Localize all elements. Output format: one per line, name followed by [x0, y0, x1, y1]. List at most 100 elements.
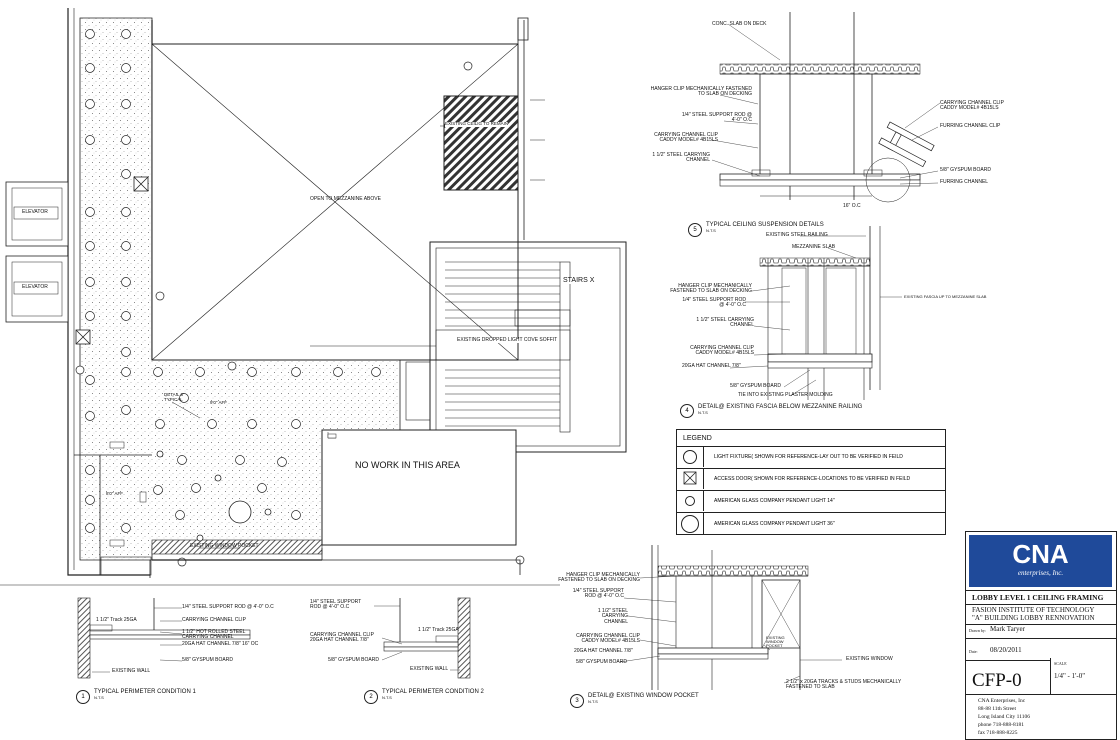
- title-block: CNA enterprises, Inc. LOBBY LEVEL 1 CEIL…: [965, 531, 1117, 740]
- no-work-label: NO WORK IN THIS AREA: [355, 460, 460, 470]
- legend: LEGEND LIGHT FIXTURE( SHOWN FOR REFERENC…: [676, 429, 946, 535]
- d4-callout-1: MEZZANINE SLAB: [792, 244, 836, 250]
- open-to-mezzanine-label: OPEN TO MEZZANINE ABOVE: [310, 196, 381, 202]
- detail-typical-label: DETAIL 6 TYPICAL: [164, 392, 184, 402]
- d1-scale: N.T.S: [94, 695, 104, 700]
- legend-row-pendant-36: AMERICAN GLASS COMPANY PENDANT LIGHT 36": [677, 512, 945, 535]
- d2-number: 2: [364, 690, 378, 704]
- d3-title: DETAIL@ EXISTING WINDOW POCKET: [588, 693, 699, 699]
- detail-2-drawing: [374, 597, 471, 679]
- pendant-lights: [156, 450, 272, 542]
- d3-callout-1: 1/4" STEEL SUPPORT ROD @ 4'-0" O.C: [572, 588, 624, 600]
- existing-ceiling-hatch: [443, 95, 519, 191]
- d4-callout-8: TIE INTO EXISTING PLASTER MOLDING: [738, 392, 833, 398]
- d1-callout-2: 1 1/2" HOT ROLLED STEEL CARRYING CHANNEL: [182, 629, 246, 641]
- d4-number: 4: [680, 404, 694, 418]
- d1-callout-3: 20GA HAT CHANNEL 7/8" 16" OC: [182, 641, 259, 647]
- legend-row-pendant-14: AMERICAN GLASS COMPANY PENDANT LIGHT 14": [677, 490, 945, 511]
- d5-callout-7: 5/8" GYSPUM BOARD: [940, 167, 991, 173]
- stairs: [405, 241, 627, 453]
- d5-number: 5: [688, 223, 702, 237]
- detail-3-drawing: [619, 545, 842, 690]
- dropped-soffit-label: EXISTING DROPPED LIGHT COVE SOFFIT: [457, 337, 558, 344]
- d2-title: TYPICAL PERIMETER CONDITION 2: [382, 689, 484, 695]
- light-fixture-icon: [683, 450, 697, 464]
- logo-subtext: enterprises, Inc.: [1017, 569, 1064, 577]
- d4-title: DETAIL@ EXISTING FASCIA BELOW MEZZANINE …: [698, 404, 863, 410]
- elevator-label-1: ELEVATOR: [22, 209, 48, 215]
- detail-1-drawing: [77, 597, 251, 679]
- date-label: Date:: [969, 649, 978, 654]
- window-pocket-label: EXISTING WINDOW POCKET: [190, 543, 259, 549]
- d5-title: TYPICAL CEILING SUSPENSION DETAILS: [706, 222, 824, 228]
- ceiling-height-lower: 8'0" AFF: [106, 491, 123, 496]
- drawing-date: 08/20/2011: [990, 646, 1022, 654]
- d5-callout-3: CARRYING CHANNEL CLIP CADDY MODEL# 4B15L…: [654, 132, 718, 144]
- d4-callout-9: EXISTING FASCIA UP TO MEZZANINE SLAB: [904, 294, 987, 299]
- d1-number: 1: [76, 690, 90, 704]
- d1-callout-1: CARRYING CHANNEL CLIP: [182, 617, 246, 623]
- d2-callout-2: 5/8" GYSPUM BOARD: [328, 657, 379, 663]
- d2-callout-1: CARRYING CHANNEL CLIP 20GA HAT CHANNEL 7…: [310, 632, 374, 644]
- legend-item-0: LIGHT FIXTURE( SHOWN FOR REFERENCE-LAY O…: [714, 454, 903, 460]
- legend-title: LEGEND: [683, 435, 712, 442]
- d3-callout-6: EXISTING WINDOW POCKET: [766, 635, 785, 649]
- legend-item-1: ACCESS DOOR( SHOWN FOR REFERENCE-LOCATIO…: [714, 476, 911, 482]
- d5-callout-1: HANGER CLIP MECHANICALLY FASTENED TO SLA…: [650, 86, 752, 98]
- d1-callout-0: 1/4" STEEL SUPPORT ROD @ 4'-0" O.C: [182, 604, 274, 610]
- project-line-1: FASION INSTITUTE OF TECHNOLOGY: [972, 606, 1095, 614]
- project-line-2: "A" BUILDING LOBBY RENNOVATION: [972, 614, 1095, 622]
- drawn-by: Mark Taryer: [990, 625, 1025, 633]
- elevator-label-2: ELEVATOR: [22, 284, 48, 290]
- d1-callout-4: 5/8" GYSPUM BOARD: [182, 657, 233, 663]
- light-fixtures: [85, 29, 381, 533]
- d4-callout-5: CARRYING CHANNEL CLIP CADDY MODEL# 4B15L…: [690, 345, 754, 357]
- address-line-2: Long Island City 11106: [978, 714, 1030, 720]
- phone: phone 718-888-8181: [978, 722, 1024, 728]
- d4-callout-0: EXISTING STEEL RAILING: [766, 232, 828, 238]
- d3-callout-5: 5/8" GYSPUM BOARD: [576, 659, 627, 665]
- d2-scale: N.T.S: [382, 695, 392, 700]
- d1-callout-5: EXISTING WALL: [112, 668, 151, 674]
- d5-dimension: 16" O.C: [843, 203, 861, 209]
- fax: fax 718-888-8225: [978, 730, 1018, 736]
- d3-callout-8: 2 1/2" x 20GA TRACKS & STUDS MECHANICALL…: [786, 679, 902, 691]
- pendant-light-36-icon: [681, 515, 699, 533]
- d5-callout-0: CONC. SLAB ON DECK: [712, 21, 767, 27]
- existing-ceiling-label: EXISTING CEILIG TO REMAIN: [445, 121, 509, 127]
- d5-callout-5: CARRYING CHANNEL CLIP CADDY MODEL# 4B15L…: [940, 100, 1004, 112]
- drawing-scale: 1/4" - 1'-0": [1054, 672, 1086, 680]
- logo-text: CNA: [1012, 539, 1069, 569]
- access-doors: [75, 176, 149, 345]
- d5-callout-6: FURRING CHANNEL CLIP: [940, 123, 1001, 129]
- d3-callout-2: 1 1/2" STEEL CARRYING CHANNEL: [597, 608, 628, 625]
- d3-callout-3: CARRYING CHANNEL CLIP CADDY MODEL# 4B15L…: [576, 633, 640, 645]
- d4-callout-2: HANGER CLIP MECHANICALLY FASTENED TO SLA…: [670, 283, 752, 295]
- sheet-title: LOBBY LEVEL 1 CEILING FRAMING: [972, 593, 1104, 602]
- legend-item-2: AMERICAN GLASS COMPANY PENDANT LIGHT 14": [714, 498, 835, 504]
- d3-callout-7: EXISTING WINDOW: [846, 656, 893, 662]
- ceiling-height-main: 9'0" AFF: [210, 400, 227, 405]
- elevators: [5, 181, 69, 323]
- d4-callout-7: 5/8" GYSPUM BOARD: [730, 383, 781, 389]
- pendant-light-14-icon: [685, 496, 695, 506]
- company-logo: CNA enterprises, Inc.: [969, 535, 1112, 587]
- company-name: CNA Enterprises, Inc: [978, 698, 1026, 704]
- d3-scale: N.T.S: [588, 699, 598, 704]
- legend-row-access-door: ACCESS DOOR( SHOWN FOR REFERENCE-LOCATIO…: [677, 468, 945, 489]
- scale-label: SCALE: [1054, 661, 1067, 666]
- d3-number: 3: [570, 694, 584, 708]
- address-line-1: 88-88 11th Street: [978, 706, 1016, 712]
- d5-callout-8: FURRING CHANNEL: [940, 179, 989, 185]
- stairs-label: STAIRS X: [563, 277, 595, 285]
- d1-title: TYPICAL PERIMETER CONDITION 1: [94, 689, 196, 695]
- drawn-by-label: Drawn by:: [969, 628, 986, 633]
- legend-row-light-fixture: LIGHT FIXTURE( SHOWN FOR REFERENCE-LAY O…: [677, 446, 945, 467]
- d5-scale: N.T.S: [706, 228, 716, 233]
- d4-scale: N.T.S: [698, 410, 708, 415]
- d1-track-note: 1 1/2" Track 25GA: [96, 617, 137, 623]
- d5-callout-2: 1/4" STEEL SUPPORT ROD @ 4'-0" O.C: [681, 112, 752, 124]
- d2-callout-0: 1/4" STEEL SUPPORT ROD @ 4'-0" O.C: [310, 599, 362, 611]
- d4-callout-3: 1/4" STEEL SUPPORT ROD @ 4'-0" O.C: [682, 297, 746, 309]
